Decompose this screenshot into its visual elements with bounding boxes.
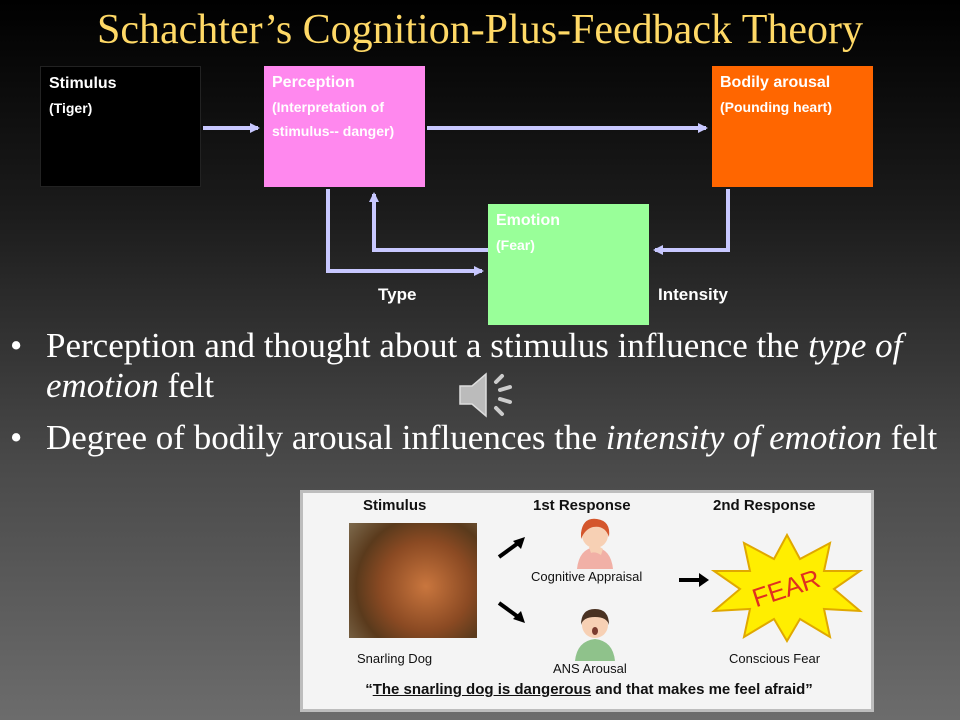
fear-example-illustration: Stimulus 1st Response 2nd Response Cogni…: [300, 490, 874, 712]
bullet-text-end: felt: [881, 418, 938, 457]
snarling-dog-photo: [349, 523, 477, 638]
arrow-icon: [497, 601, 525, 623]
slide-title: Schachter’s Cognition-Plus-Feedback Theo…: [97, 7, 863, 53]
emotion-box: Emotion (Fear): [488, 204, 649, 325]
arousal-box: Bodily arousal (Pounding heart): [712, 66, 873, 187]
bullet-emphasis: type of emotion: [46, 326, 903, 405]
arousal-label: Bodily arousal: [720, 74, 831, 91]
intensity-label: Intensity: [658, 285, 728, 304]
emotion-label: Emotion: [496, 212, 560, 229]
bullet-text: Degree of bodily arousal influences the: [46, 418, 606, 457]
type-label: Type: [378, 285, 417, 304]
dog-caption: Snarling Dog: [357, 651, 433, 666]
conscious-fear-caption: Conscious Fear: [729, 651, 821, 666]
perception-box: Perception (Interpretation of stimulus--…: [264, 66, 425, 187]
bullet-emphasis: intensity of emotion: [605, 418, 882, 457]
appraisal-caption: Cognitive Appraisal: [531, 569, 643, 584]
fear-burst-icon: FEAR: [710, 532, 864, 643]
arrow-perception-to-emotion: [326, 189, 484, 276]
stimulus-header: Stimulus: [363, 497, 427, 514]
illustration-quote: “The snarling dog is dangerous and that …: [365, 681, 813, 698]
arrow-icon: [679, 573, 709, 587]
arousal-example: (Pounding heart): [720, 99, 832, 115]
bullet-item: • Perception and thought about a stimulu…: [10, 326, 903, 405]
arrow-arousal-to-emotion: [653, 189, 730, 255]
quote-underlined: The snarling dog is dangerous: [372, 681, 592, 698]
speaker-icon[interactable]: [456, 368, 522, 422]
stimulus-label: Stimulus: [49, 75, 117, 92]
arrow-emotion-to-perception: [369, 192, 488, 252]
quote-rest: and that makes me feel afraid”: [591, 681, 813, 698]
bullet-text-end: felt: [158, 366, 215, 405]
bullet-item: • Degree of bodily arousal influences th…: [10, 418, 938, 457]
first-response-header: 1st Response: [533, 497, 631, 514]
arrow-icon: [497, 537, 525, 559]
bullet-list: • Perception and thought about a stimulu…: [10, 326, 940, 470]
perception-label: Perception: [272, 74, 355, 91]
stimulus-example: (Tiger): [49, 100, 93, 116]
second-response-header: 2nd Response: [713, 497, 816, 514]
perception-example: (Interpretation of stimulus-- danger): [272, 99, 395, 139]
stimulus-box: Stimulus (Tiger): [40, 66, 201, 187]
ans-caption: ANS Arousal: [553, 661, 627, 676]
emotion-example: (Fear): [496, 237, 535, 253]
worried-woman-icon: [575, 609, 615, 661]
thinking-woman-icon: [577, 518, 613, 569]
bullet-text: Perception and thought about a stimulus …: [46, 326, 809, 365]
